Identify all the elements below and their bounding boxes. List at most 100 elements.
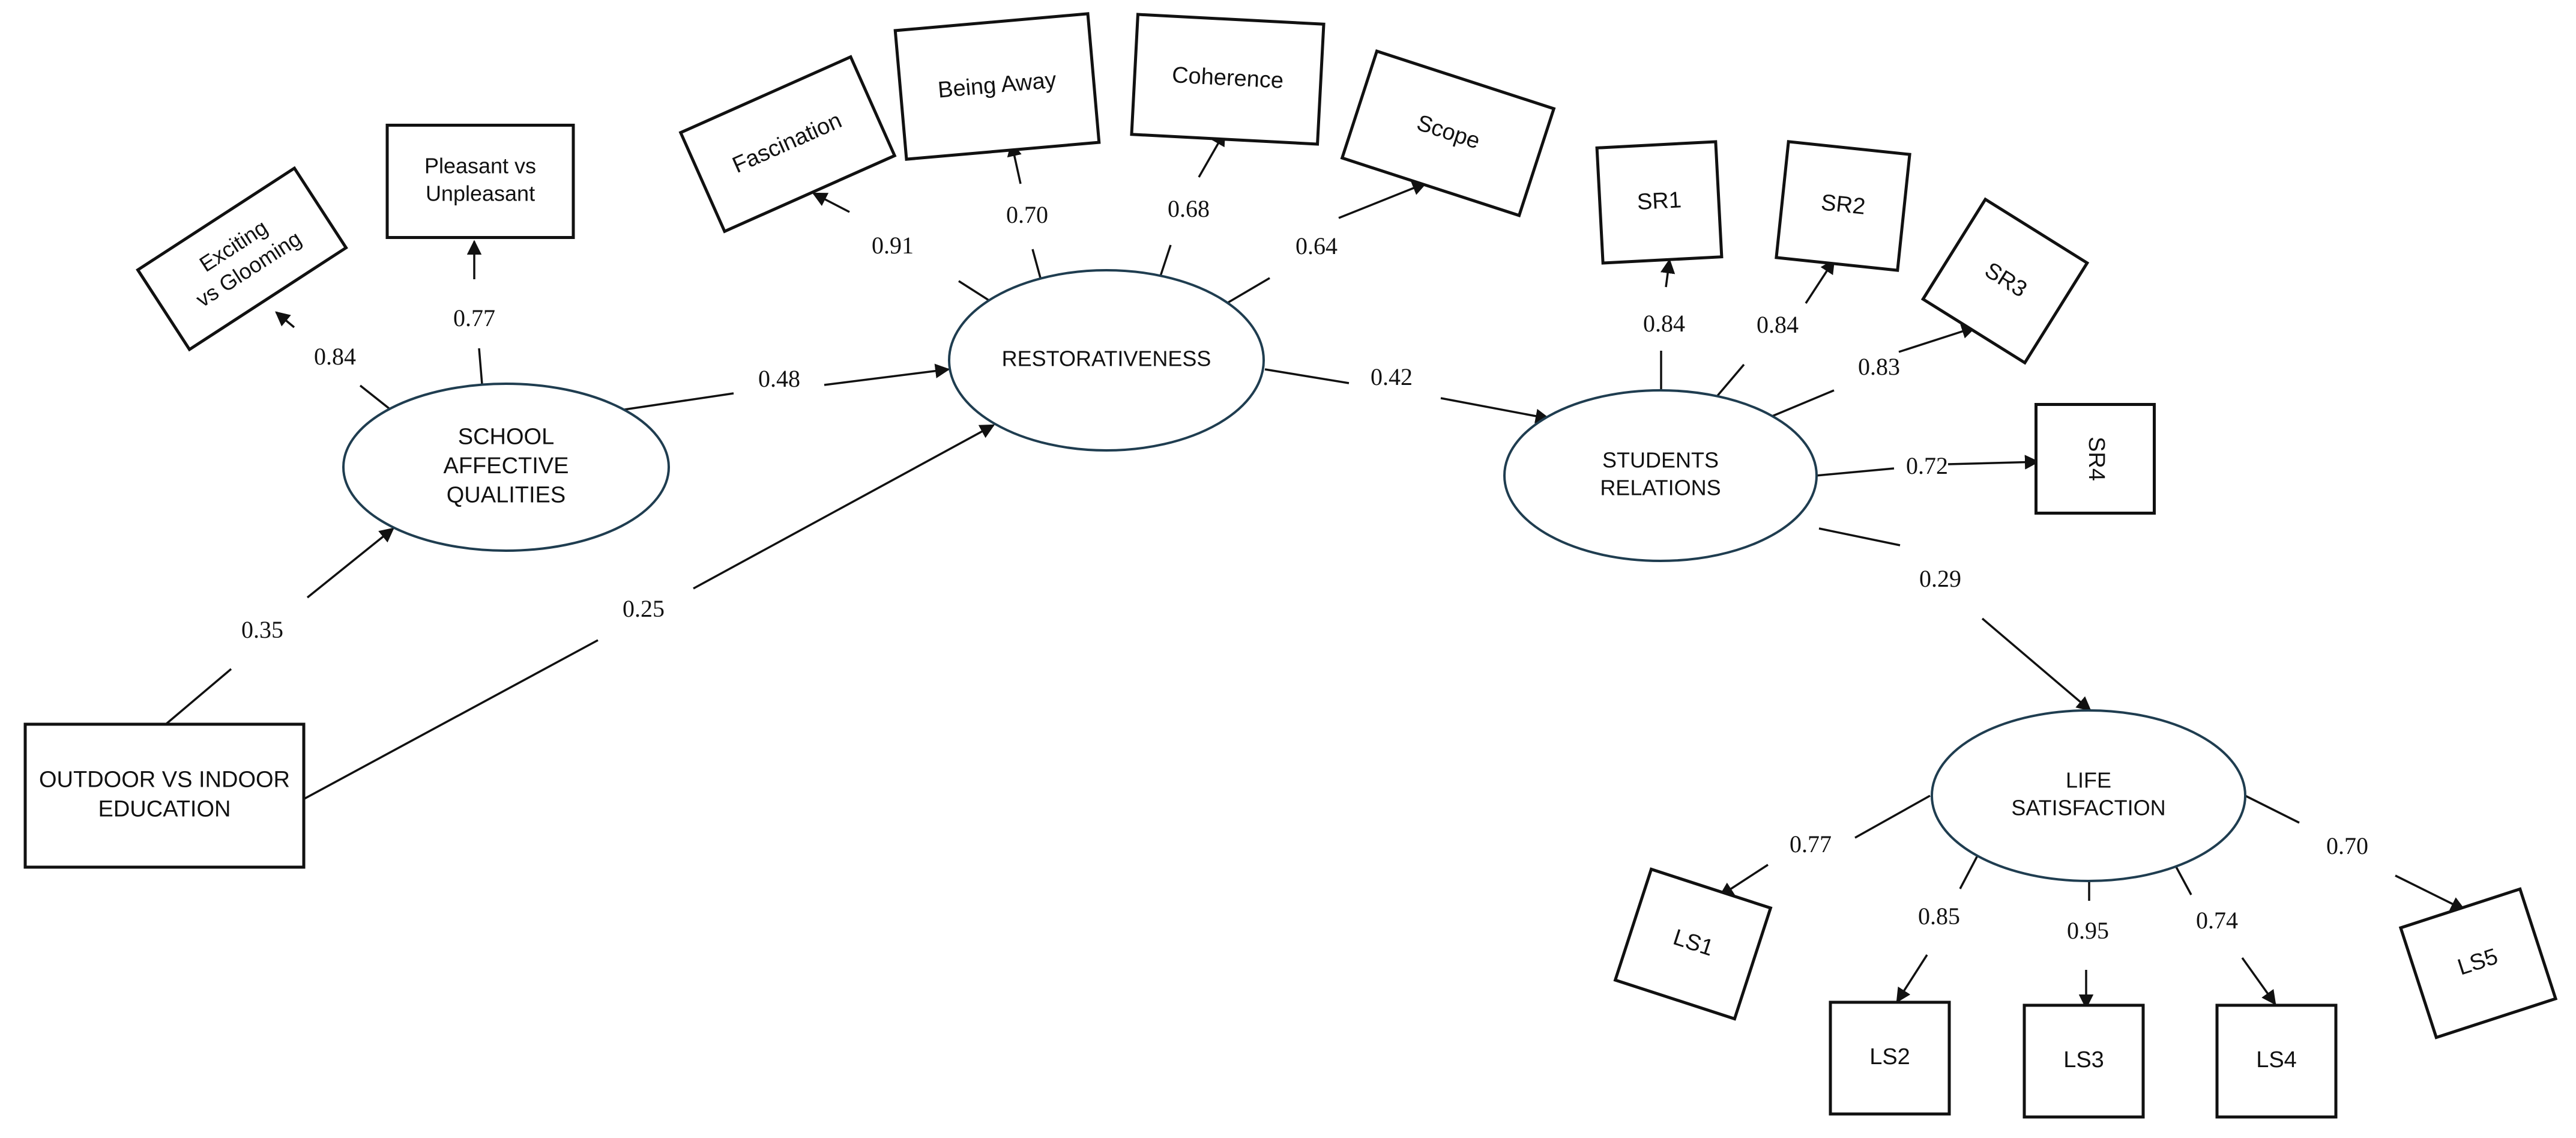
node-fascination: Fascination [678,55,897,234]
node-outdoor-education-shape [23,722,306,869]
edge-life-satisfaction-to-ls1-arrow [1718,864,1769,897]
coefficient-students-relations-to-life-satisfaction: 0.29 [1919,565,1961,592]
edge-restorativeness-to-being-away-tail [1031,249,1043,283]
coefficient-school-affective-qualities-to-restorativeness: 0.48 [758,365,800,392]
coefficient-students-relations-to-sr1: 0.84 [1643,310,1685,337]
node-sr4-shape [2035,403,2156,515]
coefficient-students-relations-to-sr2: 0.84 [1757,311,1799,338]
edge-life-satisfaction-to-ls1-tail [1854,794,1931,839]
node-restorativeness: RESTORATIVENESS [948,269,1265,452]
node-ls5: LS5 [2398,887,2558,1040]
edge-students-relations-to-sr4-tail [1815,467,1895,477]
node-school-affective-qualities-shape [342,383,670,552]
edge-life-satisfaction-to-ls5-arrow [2395,874,2466,911]
node-coherence: Coherence [1130,13,1326,146]
node-being-away: Being Away [893,12,1101,161]
node-ls1-shape [1613,867,1773,1021]
coefficient-outdoor-education-to-school-affective-qualities: 0.35 [241,616,283,643]
node-sr3: SR3 [1920,197,2090,365]
node-sr1-shape [1595,140,1724,265]
edge-life-satisfaction-to-ls5-tail [2245,794,2300,824]
node-life-satisfaction-label-line-2: SATISFACTION [2011,796,2165,820]
edge-restorativeness-to-students-relations-arrow [1440,397,1551,423]
edge-outdoor-education-to-restorativeness-arrow [693,424,995,590]
edge-students-relations-to-life-satisfaction-tail [1818,527,1901,546]
edge-restorativeness-to-fascination-arrow [812,192,850,213]
node-school-affective-qualities-label-line-2: AFFECTIVE [443,453,569,479]
edge-students-relations-to-sr1-arrow [1660,258,1676,288]
edge-restorativeness-to-fascination-tail [958,280,994,304]
node-outdoor-education-label-line-2: EDUCATION [98,796,231,822]
node-sr4: SR4 [2035,403,2156,515]
node-ls3-shape [2022,1003,2145,1119]
edge-students-relations-to-sr3-tail [1772,389,1835,417]
edge-restorativeness-to-scope-tail [1221,277,1270,307]
node-ls2-label-line-1: LS2 [1869,1044,1910,1070]
node-pleasant-vs-unpleasant-label-line-1: Pleasant vs [424,153,536,178]
edge-life-satisfaction-to-ls4-arrow [2241,957,2276,1005]
node-ls3-label-line-1: LS3 [2063,1047,2104,1073]
coefficient-life-satisfaction-to-ls2: 0.85 [1918,903,1960,930]
node-ls4-label-line-1: LS4 [2256,1047,2297,1073]
edge-restorativeness-to-scope-arrow [1338,181,1428,219]
node-restorativeness-shape [948,269,1265,452]
node-scope: Scope [1340,49,1556,217]
node-students-relations: STUDENTS RELATIONS [1503,389,1818,562]
edge-outdoor-education-to-restorativeness-tail [304,639,599,800]
coefficient-restorativeness-to-fascination: 0.91 [872,232,914,259]
edge-restorativeness-to-students-relations-tail [1264,368,1350,384]
coefficient-restorativeness-to-students-relations: 0.42 [1371,363,1413,390]
node-sr4-label-line-1: SR4 [2084,437,2109,481]
edge-students-relations-to-sr2-tail [1716,363,1745,398]
edge-school-affective-qualities-to-restorativeness-tail [624,392,734,411]
coefficient-students-relations-to-sr4: 0.72 [1906,452,1948,479]
node-pleasant-vs-unpleasant: Pleasant vs Unpleasant [385,124,575,239]
node-scope-shape [1340,49,1556,217]
coefficient-life-satisfaction-to-ls4: 0.74 [2196,907,2238,934]
coefficient-life-satisfaction-to-ls3: 0.95 [2067,917,2109,944]
node-pleasant-vs-unpleasant-label-line-2: Unpleasant [426,181,535,206]
edge-students-relations-to-sr2-arrow [1805,258,1835,304]
coefficient-school-affective-qualities-to-exciting-vs-glooming: 0.84 [314,343,356,370]
edge-school-affective-qualities-to-exciting-vs-glooming-arrow [275,311,295,328]
coefficient-school-affective-qualities-to-pleasant-vs-unpleasant: 0.77 [453,304,495,331]
node-sr2: SR2 [1775,140,1911,272]
node-students-relations-shape [1503,389,1818,562]
node-coherence-shape [1130,13,1326,146]
node-school-affective-qualities-label-line-3: QUALITIES [447,483,566,508]
node-ls2-shape [1829,1000,1951,1116]
node-coherence-label-line-1: Coherence [1171,62,1284,94]
coefficient-restorativeness-to-scope: 0.64 [1296,232,1338,259]
coefficient-students-relations-to-sr3: 0.83 [1858,353,1900,380]
edge-life-satisfaction-to-ls2-arrow [1896,954,1928,1003]
edge-outdoor-education-to-school-affective-qualities-arrow [306,527,394,599]
coefficient-restorativeness-to-coherence: 0.68 [1168,195,1210,222]
node-sr2-shape [1775,140,1911,272]
edge-students-relations-to-sr4-arrow [1947,455,2040,470]
edge-school-affective-qualities-to-exciting-vs-glooming-tail [359,384,390,410]
node-ls2: LS2 [1829,1000,1951,1116]
edge-school-affective-qualities-to-restorativeness-arrow [824,363,950,386]
node-ls5-shape [2398,887,2558,1040]
edge-students-relations-to-life-satisfaction-arrow [1981,617,2092,712]
node-school-affective-qualities-label-line-1: SCHOOL [458,424,554,449]
node-fascination-shape [678,55,897,234]
edge-life-satisfaction-to-ls4-tail [2174,864,2192,895]
node-ls4: LS4 [2215,1003,2338,1119]
coefficient-life-satisfaction-to-ls1: 0.77 [1790,831,1832,858]
node-ls1: LS1 [1613,867,1773,1021]
node-students-relations-label-line-1: STUDENTS [1602,447,1719,472]
node-ls3: LS3 [2022,1003,2145,1119]
node-being-away-shape [893,12,1101,161]
node-exciting-vs-glooming-shape [136,166,348,352]
node-students-relations-label-line-2: RELATIONS [1600,476,1721,500]
edge-school-affective-qualities-to-pleasant-vs-unpleasant-tail [478,348,483,385]
node-life-satisfaction-shape [1931,709,2246,882]
node-sr3-shape [1920,197,2090,365]
edge-life-satisfaction-to-ls2-tail [1959,854,1979,889]
node-sr1: SR1 [1595,140,1724,265]
